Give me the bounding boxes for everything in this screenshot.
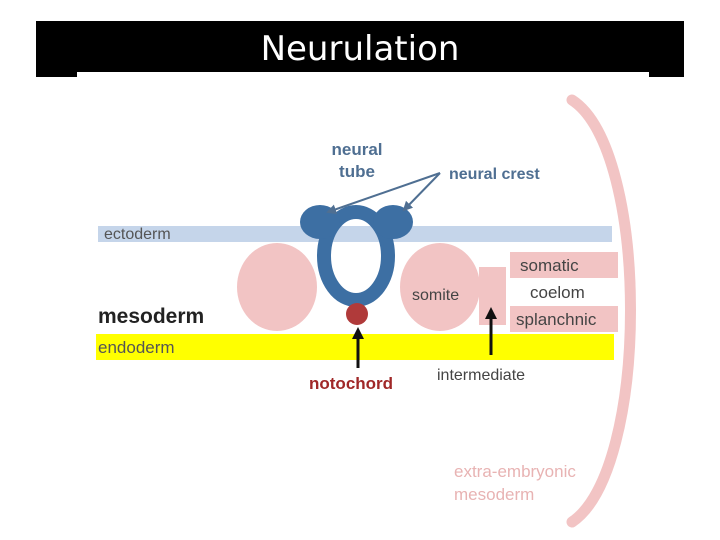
left-somite xyxy=(237,243,317,331)
neural-crest-arrow-left xyxy=(326,172,441,215)
somite-label: somite xyxy=(412,287,459,304)
splanchnic-block xyxy=(510,306,618,332)
neural-tube-label-line2: tube xyxy=(339,162,375,181)
notochord xyxy=(346,303,368,325)
coelom-label: coelom xyxy=(530,283,585,302)
neural-crest-right xyxy=(373,205,413,239)
extra-embryonic-label-line1: extra-embryonic xyxy=(454,462,576,481)
neural-tube xyxy=(317,205,395,307)
extra-embryonic-arc xyxy=(566,94,636,528)
slide-title: Neurulation xyxy=(260,29,460,69)
splanchnic-label: splanchnic xyxy=(516,310,597,329)
somatic-block xyxy=(510,252,618,278)
mesoderm-label: mesoderm xyxy=(98,305,204,328)
neural-tube-label-line1: neural xyxy=(331,140,382,159)
title-underline xyxy=(77,72,649,78)
extra-embryonic-label-line2: mesoderm xyxy=(454,485,534,504)
intermediate-label: intermediate xyxy=(437,367,525,384)
ectoderm-label: ectoderm xyxy=(104,226,171,243)
title-bar xyxy=(36,21,684,77)
neural-crest-arrow-right xyxy=(402,172,441,212)
somatic-label: somatic xyxy=(520,256,579,275)
right-somite xyxy=(400,243,480,331)
neural-crest-label: neural crest xyxy=(449,166,540,183)
ectoderm-band xyxy=(98,226,612,242)
endoderm-label: endoderm xyxy=(98,338,175,357)
notochord-label: notochord xyxy=(309,374,393,393)
